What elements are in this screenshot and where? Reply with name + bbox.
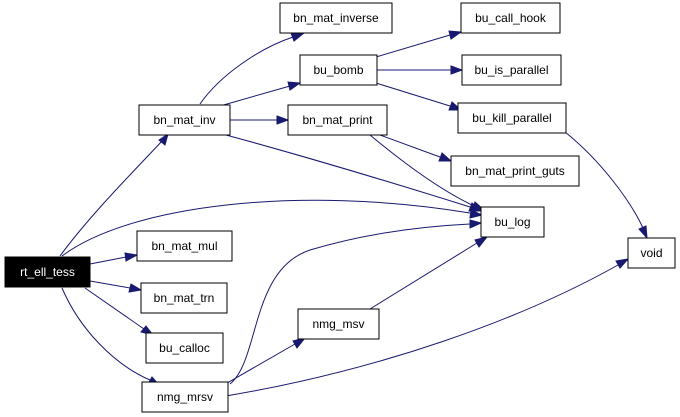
node-bu_bomb[interactable]: bu_bomb: [299, 54, 378, 86]
node-label: bn_mat_print_guts: [465, 164, 564, 178]
node-bn_mat_mul[interactable]: bn_mat_mul: [136, 230, 233, 262]
arrowhead: [158, 132, 169, 146]
node-bu_log[interactable]: bu_log: [480, 206, 545, 238]
node-bu_calloc[interactable]: bu_calloc: [145, 332, 224, 364]
node-nmg_mrsv[interactable]: nmg_mrsv: [141, 381, 229, 413]
arrowhead: [474, 236, 489, 248]
node-label: bu_kill_parallel: [472, 111, 551, 125]
node-bn_mat_print_guts[interactable]: bn_mat_print_guts: [450, 155, 580, 187]
edge-rt_ell_tess-bn_mat_inv: [59, 139, 164, 257]
node-label: nmg_mrsv: [157, 390, 213, 404]
edge-bu_bomb-bu_kill_parallel: [375, 82, 451, 107]
node-label: rt_ell_tess: [20, 265, 75, 279]
edge-rt_ell_tess-bn_mat_trn: [89, 280, 131, 289]
node-label: bu_calloc: [159, 341, 210, 355]
arrowhead: [290, 32, 306, 42]
node-bn_mat_print[interactable]: bn_mat_print: [287, 104, 388, 136]
edge-rt_ell_tess-bn_mat_mul: [89, 256, 127, 265]
node-bn_mat_inv[interactable]: bn_mat_inv: [138, 104, 231, 136]
node-nmg_msv[interactable]: nmg_msv: [297, 308, 380, 340]
node-rt_ell_tess[interactable]: rt_ell_tess: [4, 256, 91, 288]
node-label: bn_mat_print: [302, 113, 373, 127]
arrowhead: [450, 65, 464, 75]
arrowhead: [615, 258, 630, 269]
edges: [59, 30, 648, 397]
node-label: bu_call_hook: [475, 11, 547, 25]
edge-nmg_mrsv-bu_log: [229, 223, 471, 385]
node-label: bn_mat_trn: [154, 291, 215, 305]
arrowhead: [469, 209, 484, 219]
node-label: bu_is_parallel: [474, 63, 548, 77]
arrowhead: [287, 81, 302, 91]
edge-bn_mat_print-bn_mat_print_guts: [379, 134, 441, 158]
node-bu_call_hook[interactable]: bu_call_hook: [460, 2, 561, 34]
node-label: bu_bomb: [313, 63, 363, 77]
arrowhead: [638, 225, 648, 240]
node-label: bu_log: [494, 215, 530, 229]
edge-nmg_mrsv-nmg_msv: [221, 343, 296, 387]
edge-bu_bomb-bu_call_hook: [375, 34, 451, 58]
arrowhead: [276, 115, 290, 125]
edge-rt_ell_tess-bu_log: [61, 199, 471, 257]
edge-nmg_msv-bu_log: [369, 242, 478, 310]
node-bu_kill_parallel[interactable]: bu_kill_parallel: [457, 102, 567, 134]
edge-rt_ell_tess-nmg_mrsv: [61, 287, 151, 381]
arrowhead: [128, 283, 143, 293]
arrowhead: [448, 30, 463, 40]
node-label: nmg_msv: [312, 317, 364, 331]
node-label: bn_mat_inv: [153, 113, 215, 127]
arrowhead: [469, 219, 483, 229]
arrowhead: [438, 152, 453, 162]
node-label: void: [640, 246, 662, 260]
edge-bn_mat_print-bu_log: [369, 134, 475, 207]
edge-bn_mat_inv-bu_bomb: [219, 85, 291, 107]
node-void[interactable]: void: [627, 237, 676, 269]
arrowhead: [124, 252, 139, 262]
node-bn_mat_trn[interactable]: bn_mat_trn: [140, 282, 228, 314]
node-label: bn_mat_inverse: [293, 11, 379, 25]
edge-bu_kill_parallel-void: [564, 131, 644, 229]
node-bn_mat_inverse[interactable]: bn_mat_inverse: [279, 2, 393, 34]
edge-rt_ell_tess-bu_calloc: [84, 287, 145, 330]
edge-bn_mat_inv-bn_mat_inverse: [199, 36, 294, 105]
edge-bn_mat_inv-bu_log: [225, 134, 471, 208]
edge-nmg_mrsv-void: [225, 264, 619, 397]
node-bu_is_parallel[interactable]: bu_is_parallel: [461, 54, 562, 86]
node-label: bn_mat_mul: [151, 239, 217, 253]
